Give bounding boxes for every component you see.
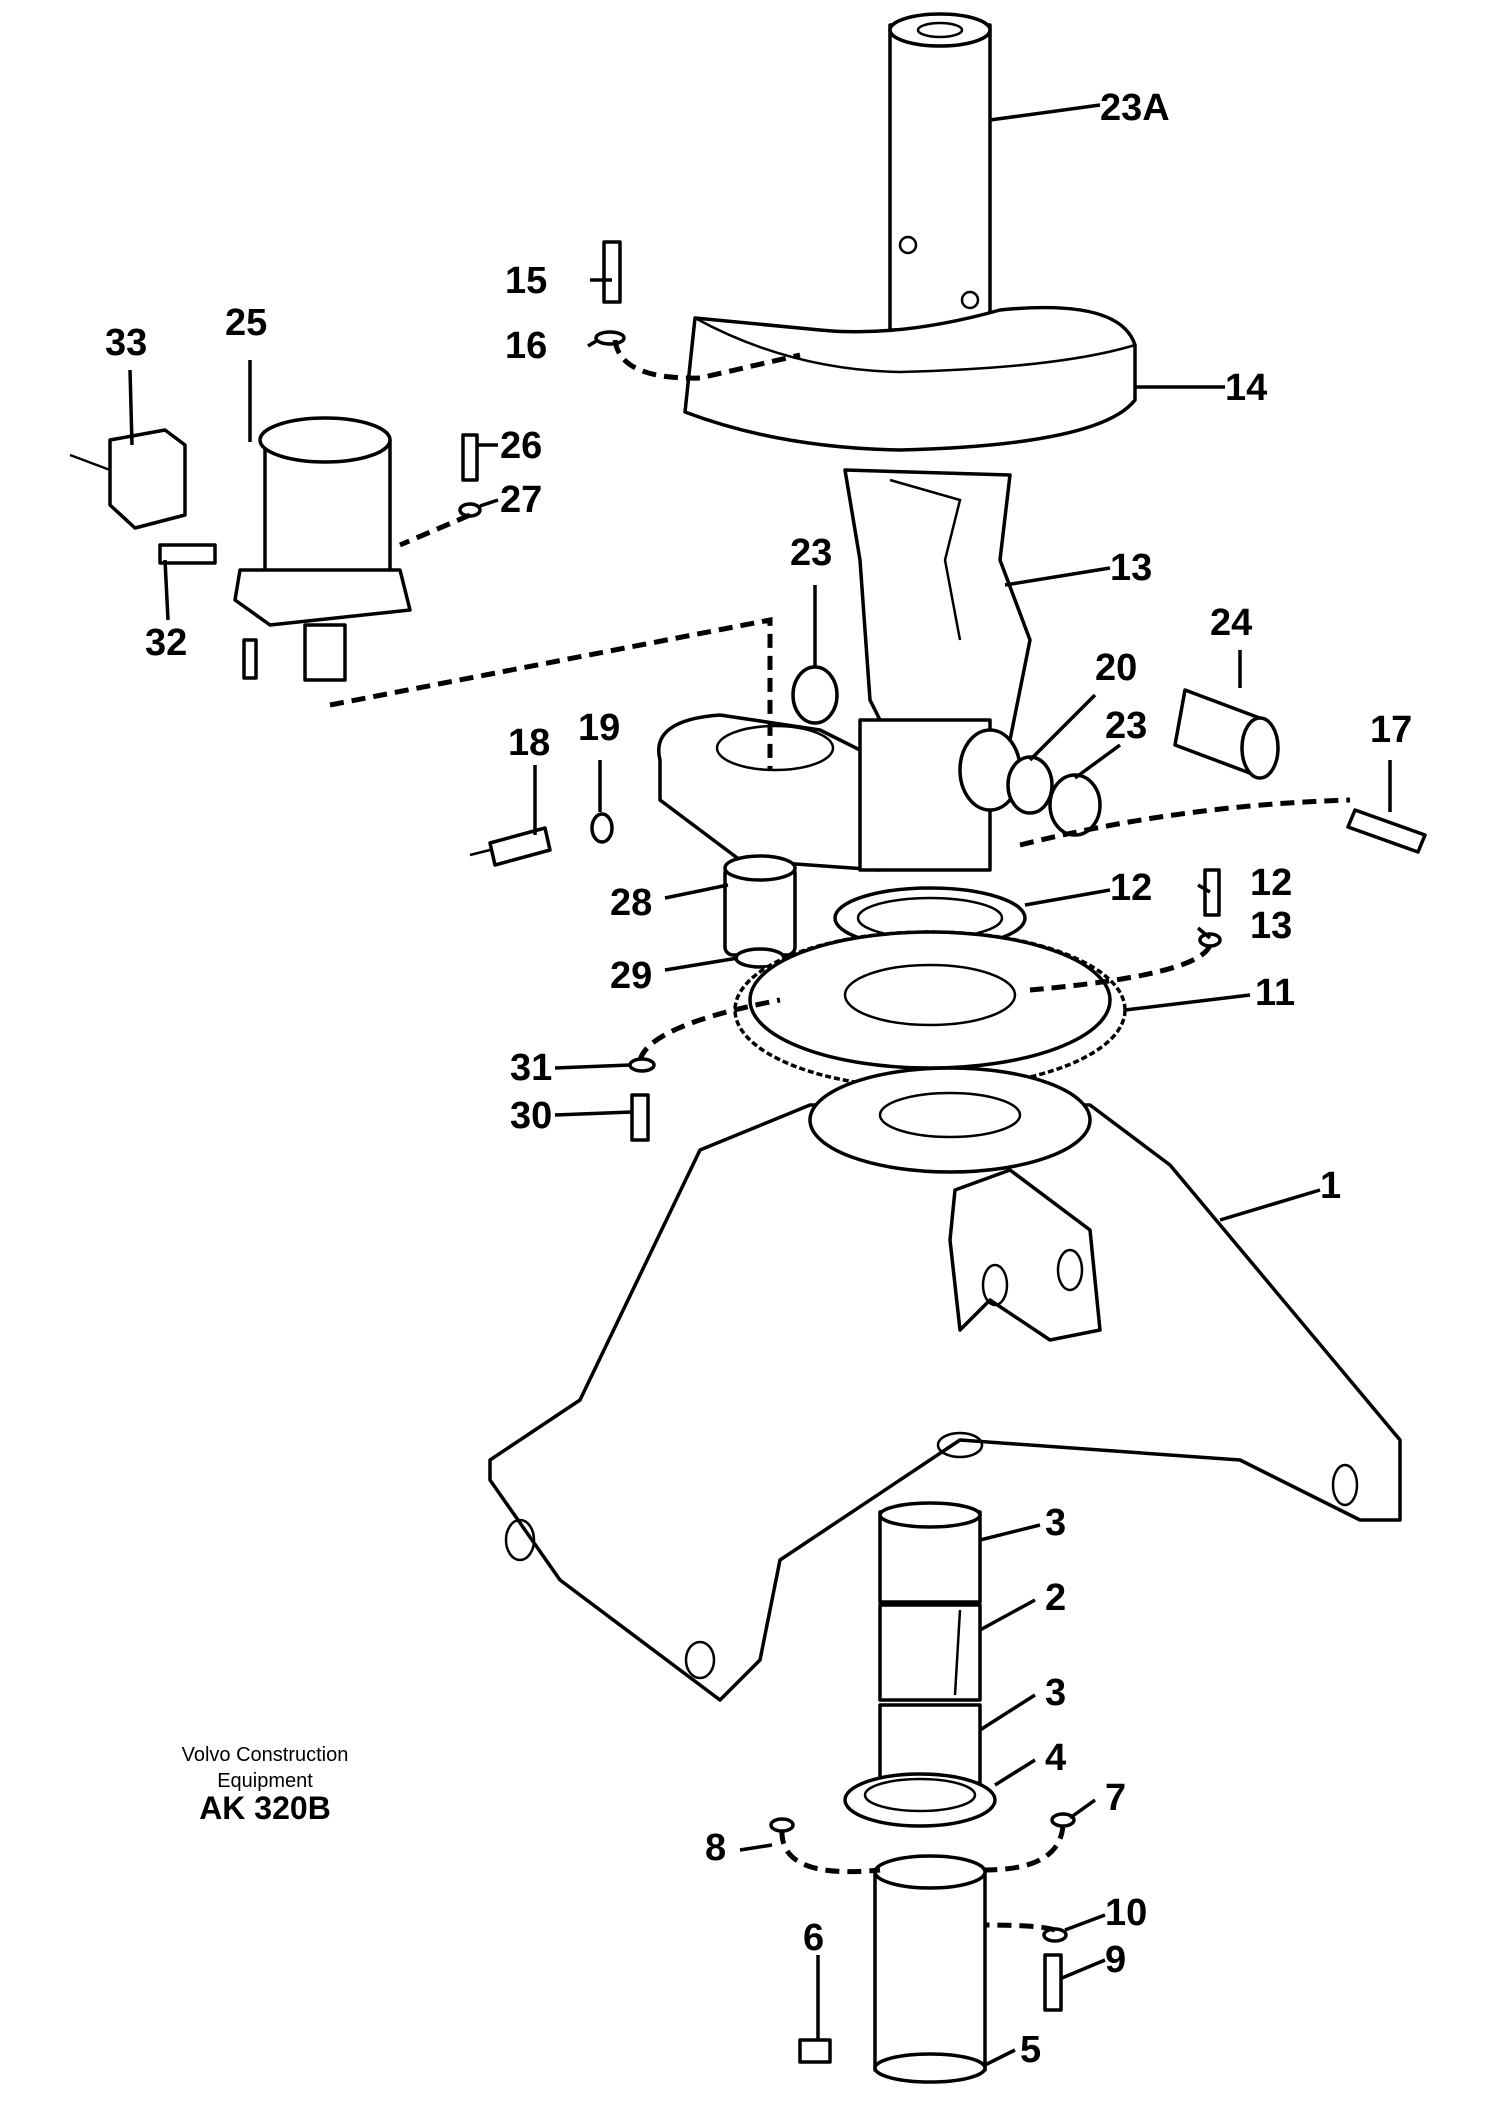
company-name: Volvo Construction	[181, 1744, 349, 1766]
callout-15: 13	[1110, 547, 1152, 589]
callout-23-left: 23	[790, 532, 832, 574]
pinion-part-28	[723, 854, 797, 957]
callout-21: 19	[578, 707, 620, 749]
callout-24: 23A	[1100, 87, 1170, 129]
bolt-part-26	[461, 433, 479, 482]
lower-sleeve-part-5	[873, 1854, 987, 2084]
callout-31: 31	[510, 1047, 552, 1089]
callout-labels: 23A 15 16 14 33 25 26 27 13 23 24 17 20 …	[105, 87, 1412, 2071]
callout-25: 25	[225, 302, 267, 344]
fitting-part-6	[798, 2038, 832, 2064]
callout-33: 33	[105, 322, 147, 364]
callout-12: 12	[1250, 862, 1292, 904]
callout-10: 10	[1105, 1892, 1147, 1934]
bolt-part-20	[469, 826, 552, 867]
bolt-part-9	[1043, 1953, 1063, 2012]
small-bolts-and-washers	[158, 240, 1222, 2064]
callout-8: 8	[705, 1827, 726, 1869]
callout-20: 18	[508, 722, 550, 764]
motor-part-25	[233, 416, 412, 682]
seal-part-4	[843, 1772, 997, 1828]
sleeve-part-23A	[1173, 688, 1280, 780]
callout-17: 15	[505, 260, 547, 302]
callout-29: 29	[610, 955, 652, 997]
leader-lines	[128, 103, 1392, 2067]
washer-part-27	[458, 502, 482, 518]
bushing-part-2	[878, 1603, 982, 1702]
callout-4: 4	[1045, 1737, 1066, 1779]
callout-9: 9	[1105, 1939, 1126, 1981]
callout-13: 13	[1250, 905, 1292, 947]
callout-27: 27	[500, 479, 542, 521]
model-code: AK 320B	[199, 1790, 331, 1826]
callout-6: 6	[803, 1917, 824, 1959]
turntable-frame	[657, 713, 1022, 872]
pin-part-19	[1346, 808, 1427, 854]
callout-14: 12	[1110, 867, 1152, 909]
slewing-ring-part-11	[733, 930, 1127, 1090]
company-subtitle: Equipment	[217, 1770, 313, 1792]
callout-7: 7	[1105, 1777, 1126, 1819]
assembly-lines	[329, 339, 1351, 1933]
callout-22: 20	[1095, 647, 1137, 689]
fork-bracket-part-15	[843, 468, 1032, 762]
bushings-part-22-23	[791, 665, 1102, 837]
callout-16: 14	[1225, 367, 1267, 409]
bolt-part-30	[630, 1093, 650, 1142]
callout-23-right: 23	[1105, 705, 1147, 747]
valve-block-part-33	[69, 428, 187, 530]
washer-part-21	[590, 812, 614, 844]
cover-plate-part-16	[683, 305, 1137, 452]
callout-19: 17	[1370, 709, 1412, 751]
fitting-part-32	[158, 543, 217, 565]
callout-3-upper: 3	[1045, 1502, 1066, 1544]
washer-part-8	[769, 1817, 795, 1833]
washer-part-18	[594, 330, 626, 346]
callout-18: 16	[505, 325, 547, 367]
callout-3-lower: 3	[1045, 1672, 1066, 1714]
bolt-part-17	[602, 240, 622, 304]
callout-26: 26	[500, 425, 542, 467]
shaft-part-24	[888, 12, 992, 332]
callout-5: 5	[1020, 2029, 1041, 2071]
washer-part-10	[1042, 1927, 1068, 1943]
callout-32: 32	[145, 622, 187, 664]
callout-23A: 24	[1210, 602, 1252, 644]
main-frame-part-1	[488, 1066, 1402, 1702]
callout-2: 2	[1045, 1577, 1066, 1619]
bolt-part-12	[1203, 868, 1221, 917]
callout-30: 30	[510, 1095, 552, 1137]
washer-part-31	[628, 1057, 656, 1073]
callout-1: 1	[1320, 1165, 1341, 1207]
callout-28: 28	[610, 882, 652, 924]
bearing-part-3-lower	[878, 1703, 982, 1785]
callout-11: 11	[1255, 972, 1295, 1014]
bearing-part-3-upper	[878, 1501, 982, 1604]
pin-small	[242, 638, 258, 680]
company-caption: Volvo Construction Equipment	[140, 1742, 390, 1794]
